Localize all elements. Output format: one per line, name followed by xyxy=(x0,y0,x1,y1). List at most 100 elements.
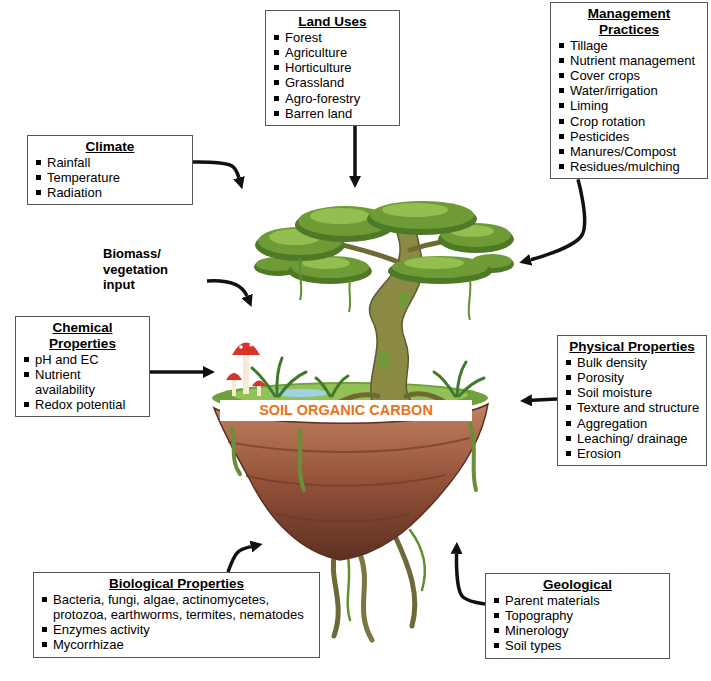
root xyxy=(333,552,338,636)
factor-box: Physical PropertiesBulk densityPorosityS… xyxy=(557,335,707,466)
list-item: Leaching/ drainage xyxy=(564,431,700,446)
mushroom-cap xyxy=(226,373,242,380)
mushroom-spot xyxy=(249,343,252,346)
vine xyxy=(410,530,425,590)
list-item: Redox potential xyxy=(22,397,143,412)
list-item: Radiation xyxy=(34,185,186,200)
list-item: Minerology xyxy=(492,623,663,638)
moss-strand xyxy=(232,428,240,474)
list-item: Residues/mulching xyxy=(557,159,701,174)
factor-box: GeologicalParent materialsTopographyMine… xyxy=(485,573,670,659)
list-item: Liming xyxy=(557,98,701,113)
input-arrow xyxy=(207,281,247,296)
mushroom-stem xyxy=(243,352,249,394)
moss-strand xyxy=(300,430,304,490)
list-item: Horticulture xyxy=(272,60,393,75)
list-item: Porosity xyxy=(564,370,700,385)
box-heading: Geological xyxy=(492,577,663,593)
factor-box: Management PracticesTillageNutrient mana… xyxy=(550,2,708,179)
list-item: Mycorrhizae xyxy=(40,637,313,652)
list-item: Cover crops xyxy=(557,68,701,83)
list-item: Agro-forestry xyxy=(272,91,393,106)
factor-box: Chemical PropertiespH and ECNutrient ava… xyxy=(15,316,150,417)
root xyxy=(395,536,415,626)
list-item: Texture and structure xyxy=(564,400,700,415)
moss-strand xyxy=(470,424,476,490)
mushrooms xyxy=(226,343,266,397)
mushroom-cap xyxy=(252,381,266,387)
tree-trunk xyxy=(369,212,422,402)
mushroom-stem xyxy=(232,378,236,396)
flow-arrow xyxy=(532,399,557,400)
rock-strata xyxy=(228,438,470,522)
fern-leaf xyxy=(459,378,484,396)
fern-leaf xyxy=(434,372,455,396)
list-item: Soil moisture xyxy=(564,385,700,400)
canopy-leaves xyxy=(370,201,474,229)
fern-leaf xyxy=(277,358,282,396)
rock-body xyxy=(214,404,488,560)
fern-plants xyxy=(252,358,484,396)
list-item: Nutrient availability xyxy=(22,367,143,397)
vine xyxy=(348,556,350,620)
banner-label: SOIL ORGANIC CARBON xyxy=(220,400,472,421)
vine xyxy=(349,280,350,312)
root xyxy=(360,554,372,640)
fern-leaf xyxy=(332,376,348,396)
list-item: Erosion xyxy=(564,446,700,461)
canopy-leaves xyxy=(392,256,488,278)
stratum xyxy=(228,438,470,452)
tree-canopy xyxy=(254,201,514,284)
list-item: Nutrient management xyxy=(557,53,701,68)
mushroom-spot xyxy=(239,345,243,349)
canopy-leaves xyxy=(310,208,370,224)
box-heading: Climate xyxy=(34,139,186,155)
list-item: Bacteria, fungi, algae, actinomycetes, p… xyxy=(40,592,313,622)
list-item: Crop rotation xyxy=(557,114,701,129)
flow-arrow xyxy=(228,547,251,572)
list-item: Aggregation xyxy=(564,416,700,431)
list-item: Water/irrigation xyxy=(557,83,701,98)
moss-patch xyxy=(399,291,409,309)
list-item: Agriculture xyxy=(272,45,393,60)
soil-island: SOIL ORGANIC CARBON xyxy=(215,188,520,542)
fern-leaf xyxy=(316,378,330,396)
vine xyxy=(300,258,302,300)
box-heading: Biological Properties xyxy=(40,576,313,592)
flow-arrow xyxy=(531,179,585,259)
flow-arrow xyxy=(150,370,203,374)
mushroom-cap xyxy=(232,343,260,356)
list-item: Temperature xyxy=(34,170,186,185)
list-item: Rainfall xyxy=(34,155,186,170)
list-item: Bulk density xyxy=(564,355,700,370)
canopy-vines xyxy=(300,258,471,320)
moss-patch xyxy=(378,350,390,370)
factor-box: ClimateRainfallTemperatureRadiation xyxy=(27,135,193,205)
list-item: pH and EC xyxy=(22,352,143,367)
list-item: Tillage xyxy=(557,38,701,53)
trunk-moss xyxy=(378,291,409,370)
box-heading: Physical Properties xyxy=(564,339,700,355)
moss xyxy=(232,424,476,490)
box-heading: Chemical Properties xyxy=(22,320,143,352)
stratum xyxy=(276,514,410,522)
stratum xyxy=(246,475,446,486)
factor-box: Land UsesForestAgricultureHorticultureGr… xyxy=(265,10,400,126)
list-item: Manures/Compost xyxy=(557,144,701,159)
list-item: Soil types xyxy=(492,638,663,653)
factor-box: Biological PropertiesBacteria, fungi, al… xyxy=(33,572,320,658)
list-item: Grassland xyxy=(272,75,393,90)
box-heading: Land Uses xyxy=(272,14,393,30)
fern-leaf xyxy=(252,368,275,396)
illustration-part xyxy=(150,126,585,604)
canopy-leaves xyxy=(404,257,464,269)
flow-arrow xyxy=(456,554,485,604)
list-item: Forest xyxy=(272,30,393,45)
canopy-leaves xyxy=(382,203,448,217)
list-item: Pesticides xyxy=(557,129,701,144)
list-item: Topography xyxy=(492,608,663,623)
list-item: Enzymes activity xyxy=(40,622,313,637)
vine xyxy=(469,280,471,320)
box-heading: Management Practices xyxy=(557,6,701,38)
